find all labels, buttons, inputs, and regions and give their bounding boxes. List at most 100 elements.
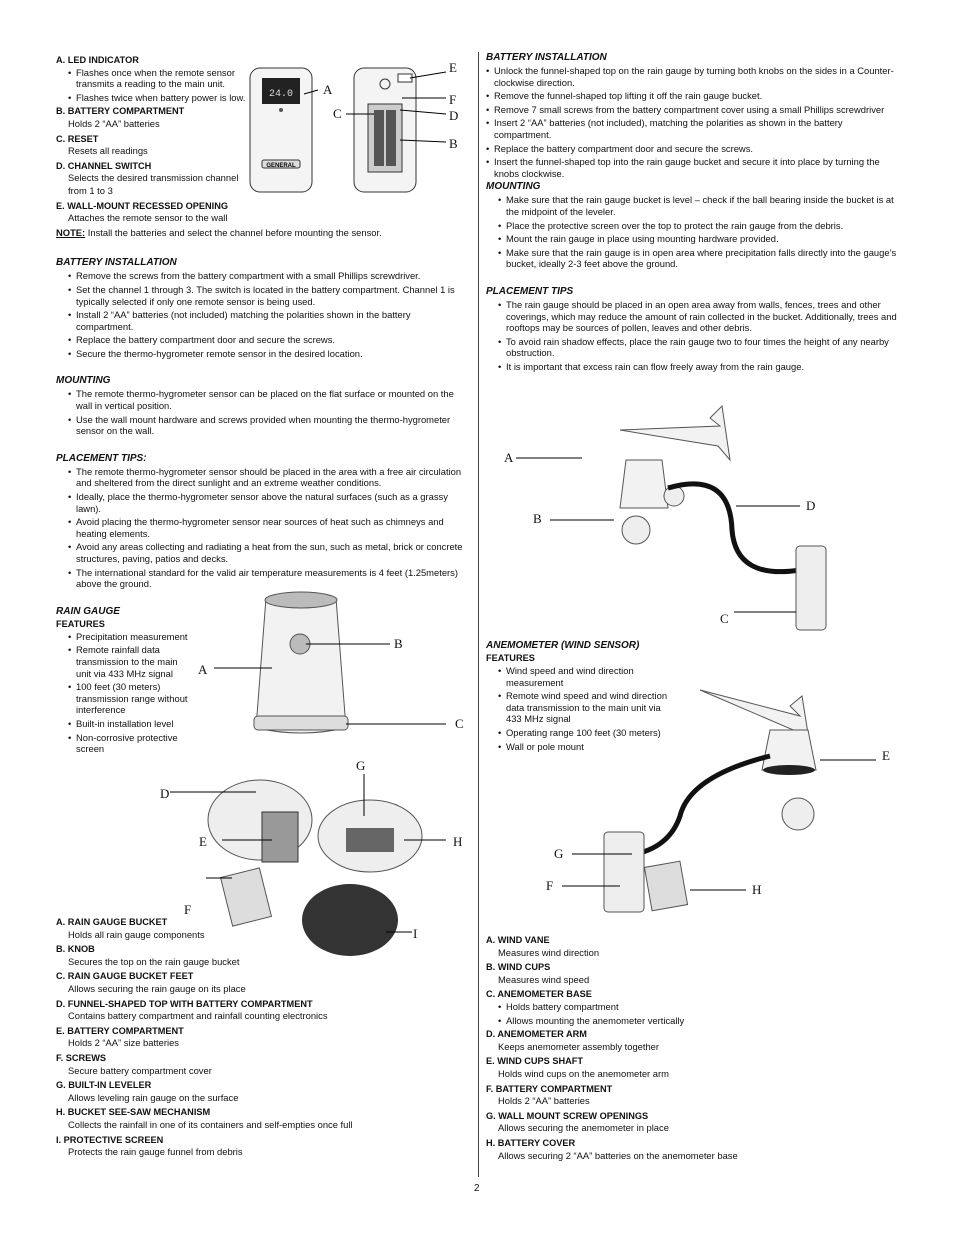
fig-label: E: [882, 748, 890, 763]
fig-label: A: [323, 82, 333, 97]
rain-gauge-exploded-figure: [170, 774, 446, 956]
part-term: B. WIND CUPS: [486, 962, 551, 973]
part-term: E. BATTERY COMPARTMENT: [56, 1025, 184, 1036]
bullet-item: Make sure that the rain gauge is in open…: [498, 247, 900, 270]
right-column: BATTERY INSTALLATION Unlock the funnel-s…: [486, 52, 900, 1161]
part-description: Contains battery compartment and rainfal…: [68, 1010, 328, 1022]
part-description: Holds 2 “AA” batteries: [498, 1095, 590, 1107]
left-placement-title: PLACEMENT TIPS:: [56, 452, 147, 464]
left-battery-title: BATTERY INSTALLATION: [56, 257, 177, 269]
bucket-base: [253, 715, 349, 731]
bullet-item: Holds battery compartment: [498, 1001, 900, 1013]
rain-bucket: [255, 592, 347, 734]
bullet-item: Remote rainfall data transmission to the…: [68, 644, 194, 679]
channel-switch: [397, 73, 413, 83]
bullet-item: Remove the screws from the battery compa…: [68, 270, 470, 282]
bullet-item: 100 feet (30 meters) transmission range …: [68, 681, 194, 716]
fig-label: E: [199, 834, 207, 849]
bullet-item: Remote wind speed and wind direction dat…: [498, 690, 678, 725]
wind-cup: [621, 515, 651, 545]
part-description: Allows securing the rain gauge on its pl…: [68, 982, 246, 994]
part-term: H. BATTERY COVER: [486, 1137, 576, 1148]
bullet-item: Flashes twice when battery power is low.: [68, 92, 246, 104]
part-description: Allows securing the anemometer in place: [498, 1122, 669, 1134]
part-term: A. RAIN GAUGE BUCKET: [56, 917, 168, 927]
part-term: C. RESET: [56, 133, 99, 144]
fig-label: E: [449, 60, 457, 75]
sensor-badge: [261, 159, 301, 169]
left-mounting-title: MOUNTING: [56, 375, 111, 387]
part-term: A. LED INDICATOR: [56, 55, 139, 65]
left-mounting-list: The remote thermo-hygrometer sensor can …: [56, 388, 470, 436]
part-term: G. BUILT-IN LEVELER: [56, 1080, 152, 1091]
part-description: Allows securing 2 “AA” batteries on the …: [498, 1149, 738, 1161]
bullet-item: Unlock the funnel-shaped top on the rain…: [486, 65, 900, 88]
fig-label: B: [394, 636, 403, 651]
bullet-item: Wall or pole mount: [498, 741, 678, 753]
bullet-item: Place the protective screen over the top…: [498, 220, 900, 232]
left-placement-list: The remote thermo-hygrometer sensor shou…: [56, 466, 470, 590]
fig-label: H: [752, 882, 762, 897]
fig-label: D: [806, 498, 816, 513]
wall-mount-icon: [379, 78, 391, 90]
fig-label: A: [198, 662, 208, 677]
fig-label: I: [413, 926, 418, 941]
battery-icon: [386, 110, 396, 166]
part-description: Measures wind speed: [498, 973, 590, 985]
pointer-line: [399, 139, 447, 143]
bullet-item: Use the wall mount hardware and screws p…: [68, 414, 470, 437]
anemometer-base: [603, 831, 645, 913]
bullet-item: Wind speed and wind direction measuremen…: [498, 665, 678, 688]
part-description: Allows leveling rain gauge on the surfac…: [68, 1091, 239, 1103]
bullet-item: Remove the funnel-shaped top lifting it …: [486, 90, 900, 102]
part-term: E. WIND CUPS SHAFT: [486, 1056, 583, 1067]
part-bullets: Holds battery compartmentAllows mounting…: [486, 1001, 900, 1026]
bullet-item: It is important that excess rain can flo…: [498, 361, 900, 373]
right-mounting-list: Make sure that the rain gauge bucket is …: [486, 194, 900, 270]
bullet-item: Precipitation measurement: [68, 631, 194, 643]
part-description: Measures wind direction: [498, 946, 600, 958]
bullet-item: Insert 2 “AA” batteries (not included), …: [486, 117, 900, 140]
note: NOTE: Install the batteries and select t…: [56, 226, 382, 238]
pointer-line: [409, 71, 447, 79]
part-term: B. KNOB: [56, 944, 95, 955]
rain-features-list: Precipitation measurementRemote rainfall…: [56, 631, 194, 755]
rain-funnel-grid: [264, 591, 338, 609]
right-placement-title: PLACEMENT TIPS: [486, 285, 574, 297]
fig-label: D: [160, 786, 170, 801]
anemometer-head: [619, 459, 669, 509]
bullet-item: Make sure that the rain gauge bucket is …: [498, 194, 900, 217]
bullet-item: To avoid rain shadow effects, place the …: [498, 336, 900, 359]
wind-cups-shaft: [763, 765, 815, 775]
bullet-item: Secure the thermo-hygrometer remote sens…: [68, 348, 470, 360]
pointer-line: [303, 89, 319, 95]
bullet-item: Avoid any areas collecting and radiating…: [68, 541, 470, 564]
part-term: C. RAIN GAUGE BUCKET FEET: [56, 971, 194, 982]
battery-compartment: [367, 103, 403, 173]
bullet-item: The remote thermo-hygrometer sensor can …: [68, 388, 470, 411]
part-description: Holds all rain gauge components: [68, 928, 205, 940]
fig-label: B: [533, 511, 542, 526]
bullet-item: Set the channel 1 through 3. The switch …: [68, 284, 470, 307]
rain-features-label: FEATURES: [56, 618, 105, 629]
right-mounting-title: MOUNTING: [486, 181, 541, 193]
anemo-features-list: Wind speed and wind direction measuremen…: [486, 665, 678, 752]
anemometer-exploded-figure: [562, 689, 876, 913]
left-column: A. LED INDICATORFlashes once when the re…: [56, 52, 470, 1157]
part-term: E. WALL-MOUNT RECESSED OPENING: [56, 200, 229, 211]
part-description: Selects the desired transmission channel…: [68, 172, 239, 196]
part-term: F. BATTERY COMPARTMENT: [486, 1083, 613, 1094]
bullet-item: The rain gauge should be placed in an op…: [498, 299, 900, 334]
sensor-lcd-text: 24.0: [269, 89, 293, 100]
anemo-features-label: FEATURES: [486, 653, 535, 663]
part-description: Secure battery compartment cover: [68, 1064, 212, 1076]
anemometer-head: [761, 729, 817, 771]
part-term: D. FUNNEL-SHAPED TOP WITH BATTERY COMPAR…: [56, 998, 313, 1009]
part-description: Attaches the remote sensor to the wall: [68, 212, 228, 224]
fig-label: G: [554, 846, 564, 861]
sensor-figure: 24.0 GENERAL: [249, 67, 447, 193]
fig-label: C: [333, 106, 342, 121]
part-description: Holds 2 “AA” size batteries: [68, 1037, 179, 1049]
led-icon: [279, 108, 283, 112]
